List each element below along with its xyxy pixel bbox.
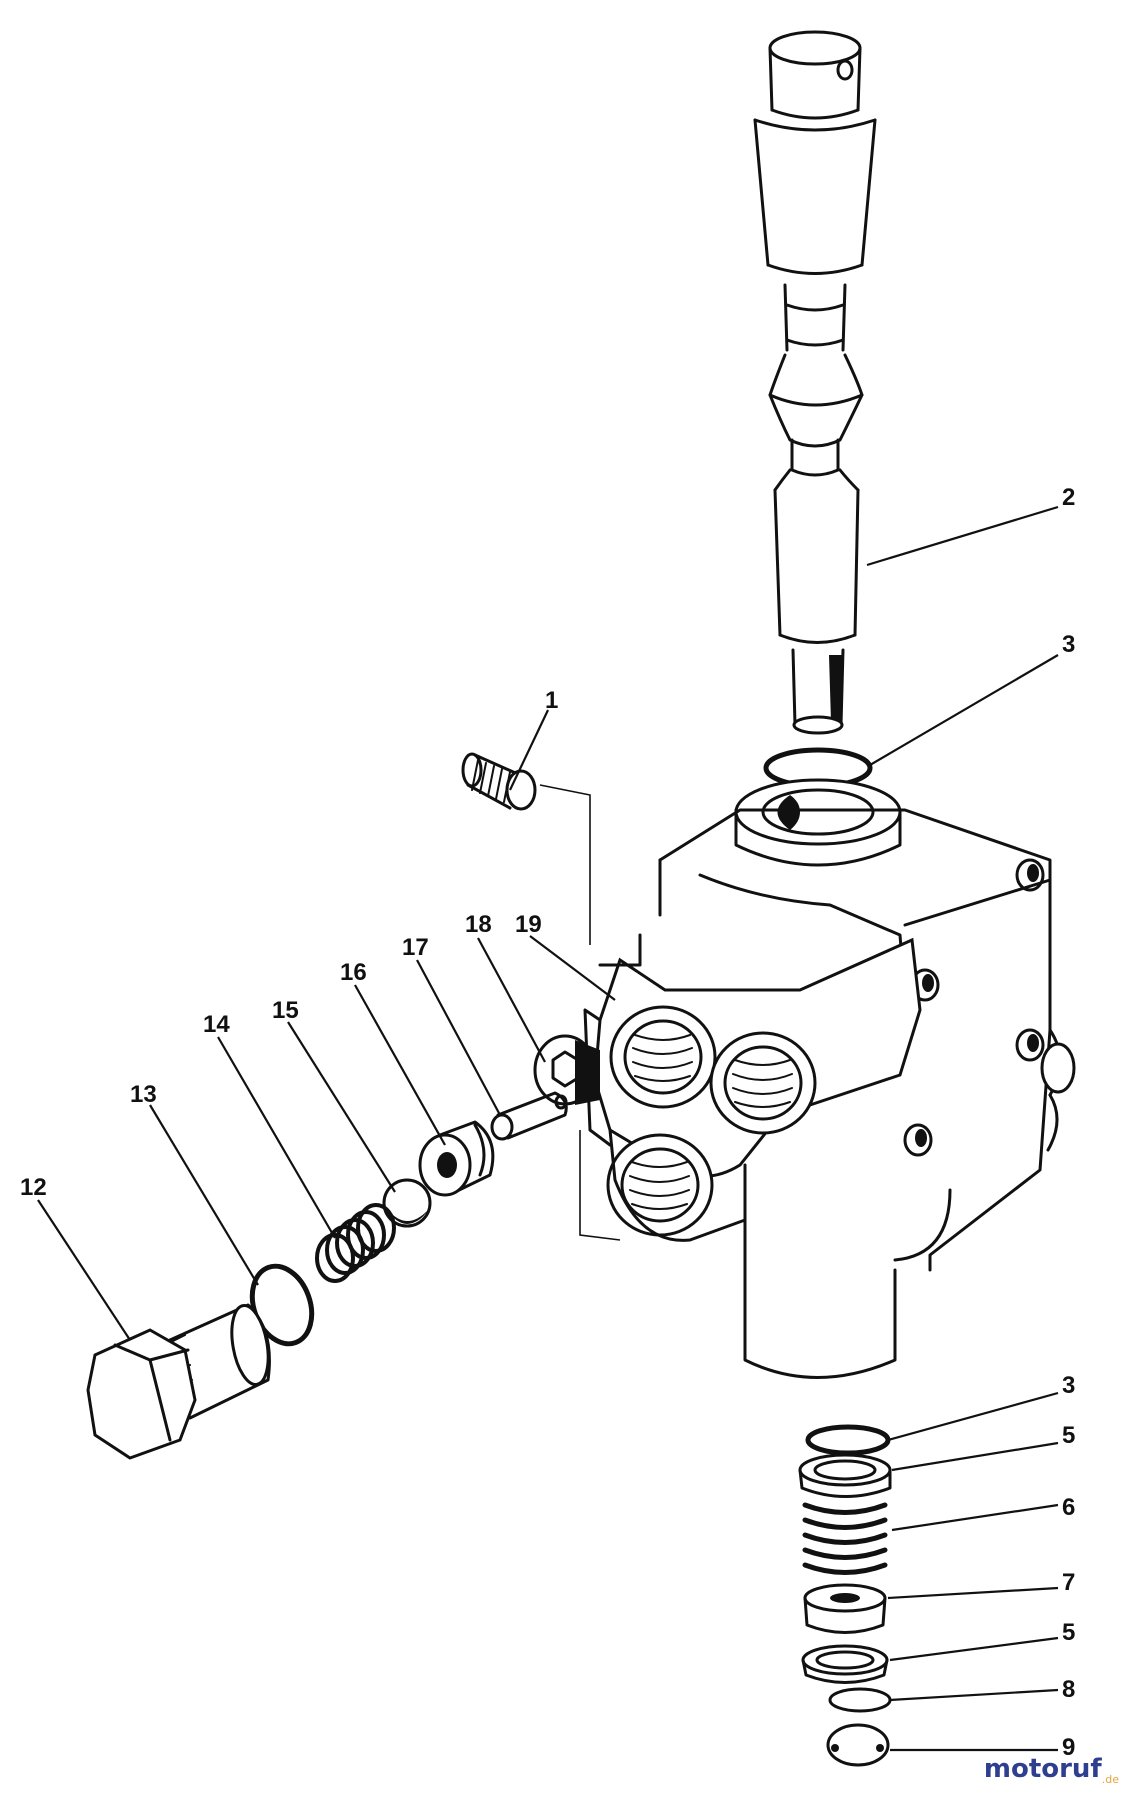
callout-1: 1 — [545, 687, 558, 714]
watermark-domain: .de — [1101, 1773, 1119, 1786]
watermark-brand: motoruf — [983, 1753, 1102, 1784]
leader-lines — [37, 505, 1059, 1752]
callout-7: 7 — [1062, 1569, 1075, 1596]
spring — [315, 1203, 396, 1283]
spool-shaft — [753, 30, 877, 735]
callout-6: 6 — [1062, 1494, 1075, 1521]
callout-17: 17 — [402, 934, 429, 961]
poppet — [418, 1120, 495, 1197]
plug-large-hex — [86, 1303, 271, 1460]
callout-5-upper: 5 — [1062, 1422, 1075, 1449]
valve-body — [583, 778, 1076, 1379]
callout-9: 9 — [1062, 1734, 1075, 1761]
lower-stack — [798, 1424, 892, 1767]
callout-15: 15 — [272, 997, 299, 1024]
callout-19: 19 — [515, 911, 542, 938]
plug-hex-socket — [533, 1034, 600, 1106]
callout-14: 14 — [203, 1011, 230, 1038]
callouts: 1 2 3 3 5 6 7 5 8 9 12 13 14 15 16 17 18… — [20, 484, 1075, 1761]
watermark-logo: motoruf.de — [984, 1754, 1119, 1786]
callout-13: 13 — [130, 1081, 157, 1108]
callout-5-lower: 5 — [1062, 1619, 1075, 1646]
callout-3-bottom: 3 — [1062, 1372, 1075, 1399]
callout-12: 12 — [20, 1174, 47, 1201]
callout-16: 16 — [340, 959, 367, 986]
callout-3-top: 3 — [1062, 631, 1075, 658]
callout-8: 8 — [1062, 1676, 1075, 1703]
pin — [490, 1091, 568, 1141]
callout-18: 18 — [465, 911, 492, 938]
callout-2: 2 — [1062, 484, 1075, 511]
